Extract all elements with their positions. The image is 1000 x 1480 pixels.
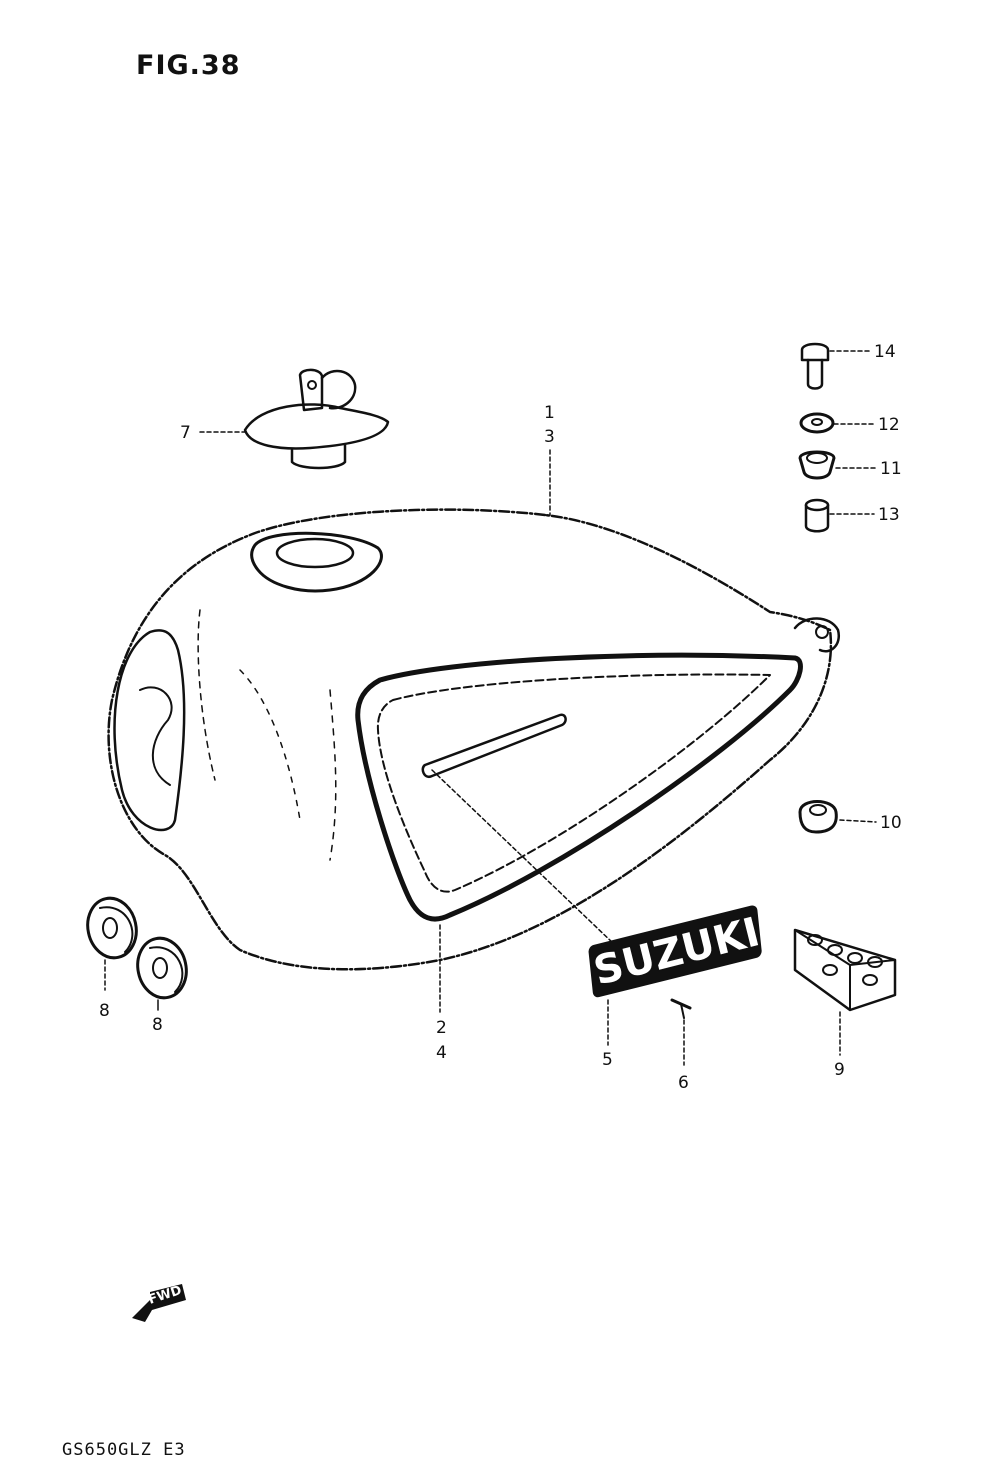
cushion-8-lower xyxy=(136,936,188,1000)
emblem-text: SUZUKI xyxy=(589,909,764,994)
callout-3: 3 xyxy=(544,427,555,447)
callouts: 1 3 2 4 5 6 7 8 8 9 10 11 12 13 14 xyxy=(99,342,902,1093)
model-code: GS650GLZ E3 xyxy=(62,1440,186,1460)
grommet-11 xyxy=(798,450,836,480)
cushion-9 xyxy=(793,928,897,1012)
callout-7: 7 xyxy=(180,423,191,443)
spacer-13 xyxy=(804,498,830,533)
callout-14: 14 xyxy=(874,342,896,362)
fuel-tank xyxy=(107,508,841,971)
cushion-8-upper xyxy=(86,896,138,960)
callout-6: 6 xyxy=(678,1073,689,1093)
callout-2: 2 xyxy=(436,1018,447,1038)
callout-13: 13 xyxy=(878,505,900,525)
callout-9: 9 xyxy=(834,1060,845,1080)
forward-arrow-mark: FWD xyxy=(132,1283,186,1322)
callout-4: 4 xyxy=(436,1043,447,1063)
callout-11: 11 xyxy=(880,459,902,479)
screw-6 xyxy=(670,998,692,1019)
callout-10: 10 xyxy=(880,813,902,833)
washer-12 xyxy=(799,412,835,434)
callout-8-lower: 8 xyxy=(152,1015,163,1035)
fuel-cap xyxy=(243,368,390,470)
suzuki-emblem: SUZUKI xyxy=(588,905,766,998)
callout-12: 12 xyxy=(878,415,900,435)
figure-title: FIG.38 xyxy=(136,50,241,81)
callout-8-upper: 8 xyxy=(99,1001,110,1021)
callout-1: 1 xyxy=(544,403,555,423)
bolt-14 xyxy=(800,342,830,390)
cushion-10 xyxy=(798,800,838,834)
callout-5: 5 xyxy=(602,1050,613,1070)
leader-lines xyxy=(104,350,877,1066)
